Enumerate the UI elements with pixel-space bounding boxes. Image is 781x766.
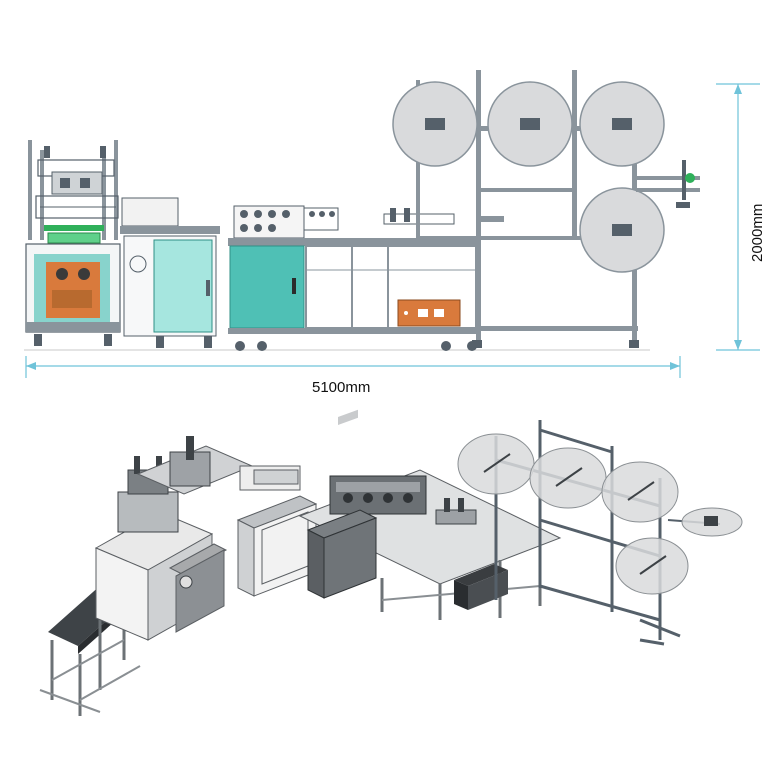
iso-control-cabinet <box>236 495 318 597</box>
fabric-reel-rack <box>392 70 700 348</box>
iso-fabric-reel-rack <box>457 420 743 646</box>
iso-ear-loop-unit <box>94 456 228 641</box>
length-dimension: 5100mm <box>25 356 681 396</box>
iso-welding-deck <box>136 436 301 495</box>
front-elevation-view: 5100mm 2000mm <box>24 70 766 396</box>
height-dimension: 2000mm <box>716 83 766 351</box>
ear-loop-welding-unit <box>25 140 121 346</box>
mask-forming-machine <box>228 205 504 351</box>
control-cabinet-light <box>120 197 220 348</box>
iso-main-machine <box>298 409 562 620</box>
isometric-view <box>39 409 743 716</box>
length-label: 5100mm <box>312 379 370 396</box>
height-label: 2000mm <box>749 204 766 262</box>
